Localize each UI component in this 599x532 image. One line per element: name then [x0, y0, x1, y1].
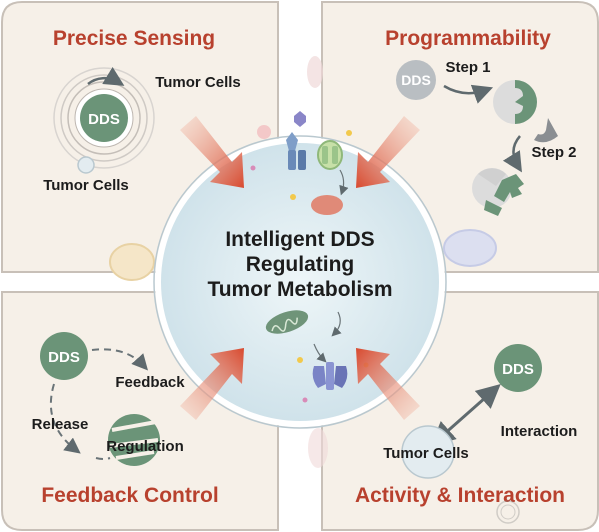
- center-circle-outline: [153, 135, 447, 429]
- pathway-arrow-3: [313, 343, 327, 363]
- feedback-label: Feedback: [115, 374, 185, 391]
- dds-circle-feedback: [40, 332, 88, 380]
- pathway-arrow-1: [339, 169, 349, 196]
- center-title-line2: Regulating: [246, 253, 355, 276]
- arrow-top-left: [180, 116, 244, 188]
- organelle-icon: [311, 195, 343, 215]
- arrow-bottom-left: [180, 348, 244, 420]
- feedback-loop-left: [49, 383, 81, 454]
- watermark-seal: [496, 500, 520, 524]
- membrane-receptor-icon: [286, 111, 306, 170]
- arrow-top-right: [356, 116, 420, 188]
- dds-circle-program: [396, 60, 436, 100]
- dds-label-feedback: DDS: [48, 349, 80, 366]
- regulation-label: Regulation: [106, 438, 184, 455]
- panel-title-feedback-control: Feedback Control: [41, 484, 218, 507]
- step2-label: Step 2: [531, 144, 576, 161]
- pathway-arrow-2: [331, 311, 342, 337]
- molecule-dot: [290, 194, 296, 200]
- channel-protein-icon: [312, 362, 348, 390]
- dds-circle-activity: [494, 344, 542, 392]
- panel-title-activity-interaction: Activity & Interaction: [355, 484, 565, 507]
- feedback-loop-bottom: [95, 457, 111, 460]
- molecule-dot: [297, 357, 303, 363]
- panel-title-precise-sensing: Precise Sensing: [53, 27, 215, 50]
- puzzle-piece-icon-1: [493, 80, 537, 124]
- step1-arrow: [443, 84, 494, 104]
- decor-blob-bottom: [308, 428, 328, 468]
- molecule-dot: [257, 125, 271, 139]
- feedback-loop-top: [91, 348, 149, 371]
- molecule-dot: [302, 397, 308, 403]
- tumor-cells-label-bottom: Tumor Cells: [43, 177, 129, 194]
- molecule-dot: [346, 130, 352, 136]
- center-title-line1: Intelligent DDS: [225, 228, 374, 251]
- panel-title-programmability: Programmability: [385, 27, 551, 50]
- tumor-cells-label-activity: Tumor Cells: [383, 445, 469, 462]
- release-label: Release: [32, 416, 89, 433]
- dds-label-program: DDS: [401, 72, 431, 88]
- puzzle-piece-icon-3: [472, 168, 524, 216]
- puzzle-piece-icon-2: [534, 118, 558, 143]
- mitochondria-icon: [265, 310, 309, 334]
- tumor-cells-label-top: Tumor Cells: [155, 74, 241, 91]
- arrow-bottom-right: [356, 348, 420, 420]
- transporter-icon: [317, 140, 343, 170]
- dds-label-activity: DDS: [502, 361, 534, 378]
- tumor-cell-activity-icon: [401, 425, 455, 479]
- tumor-cell-small-icon: [77, 156, 95, 174]
- decor-cell-right: [443, 229, 497, 267]
- interaction-arrow: [430, 384, 501, 446]
- regulation-cell-icon: [108, 414, 160, 466]
- center-title-line3: Tumor Metabolism: [207, 278, 392, 301]
- step1-label: Step 1: [445, 59, 490, 76]
- step2-arrow: [502, 135, 522, 173]
- molecule-dot: [250, 165, 256, 171]
- interaction-label: Interaction: [501, 423, 578, 440]
- dds-circle-sensing: [80, 94, 128, 142]
- decor-cell-left: [109, 243, 155, 281]
- sensing-arrow-icon: [87, 66, 125, 86]
- decor-blob-top: [307, 56, 323, 88]
- dds-label-sensing: DDS: [88, 111, 120, 128]
